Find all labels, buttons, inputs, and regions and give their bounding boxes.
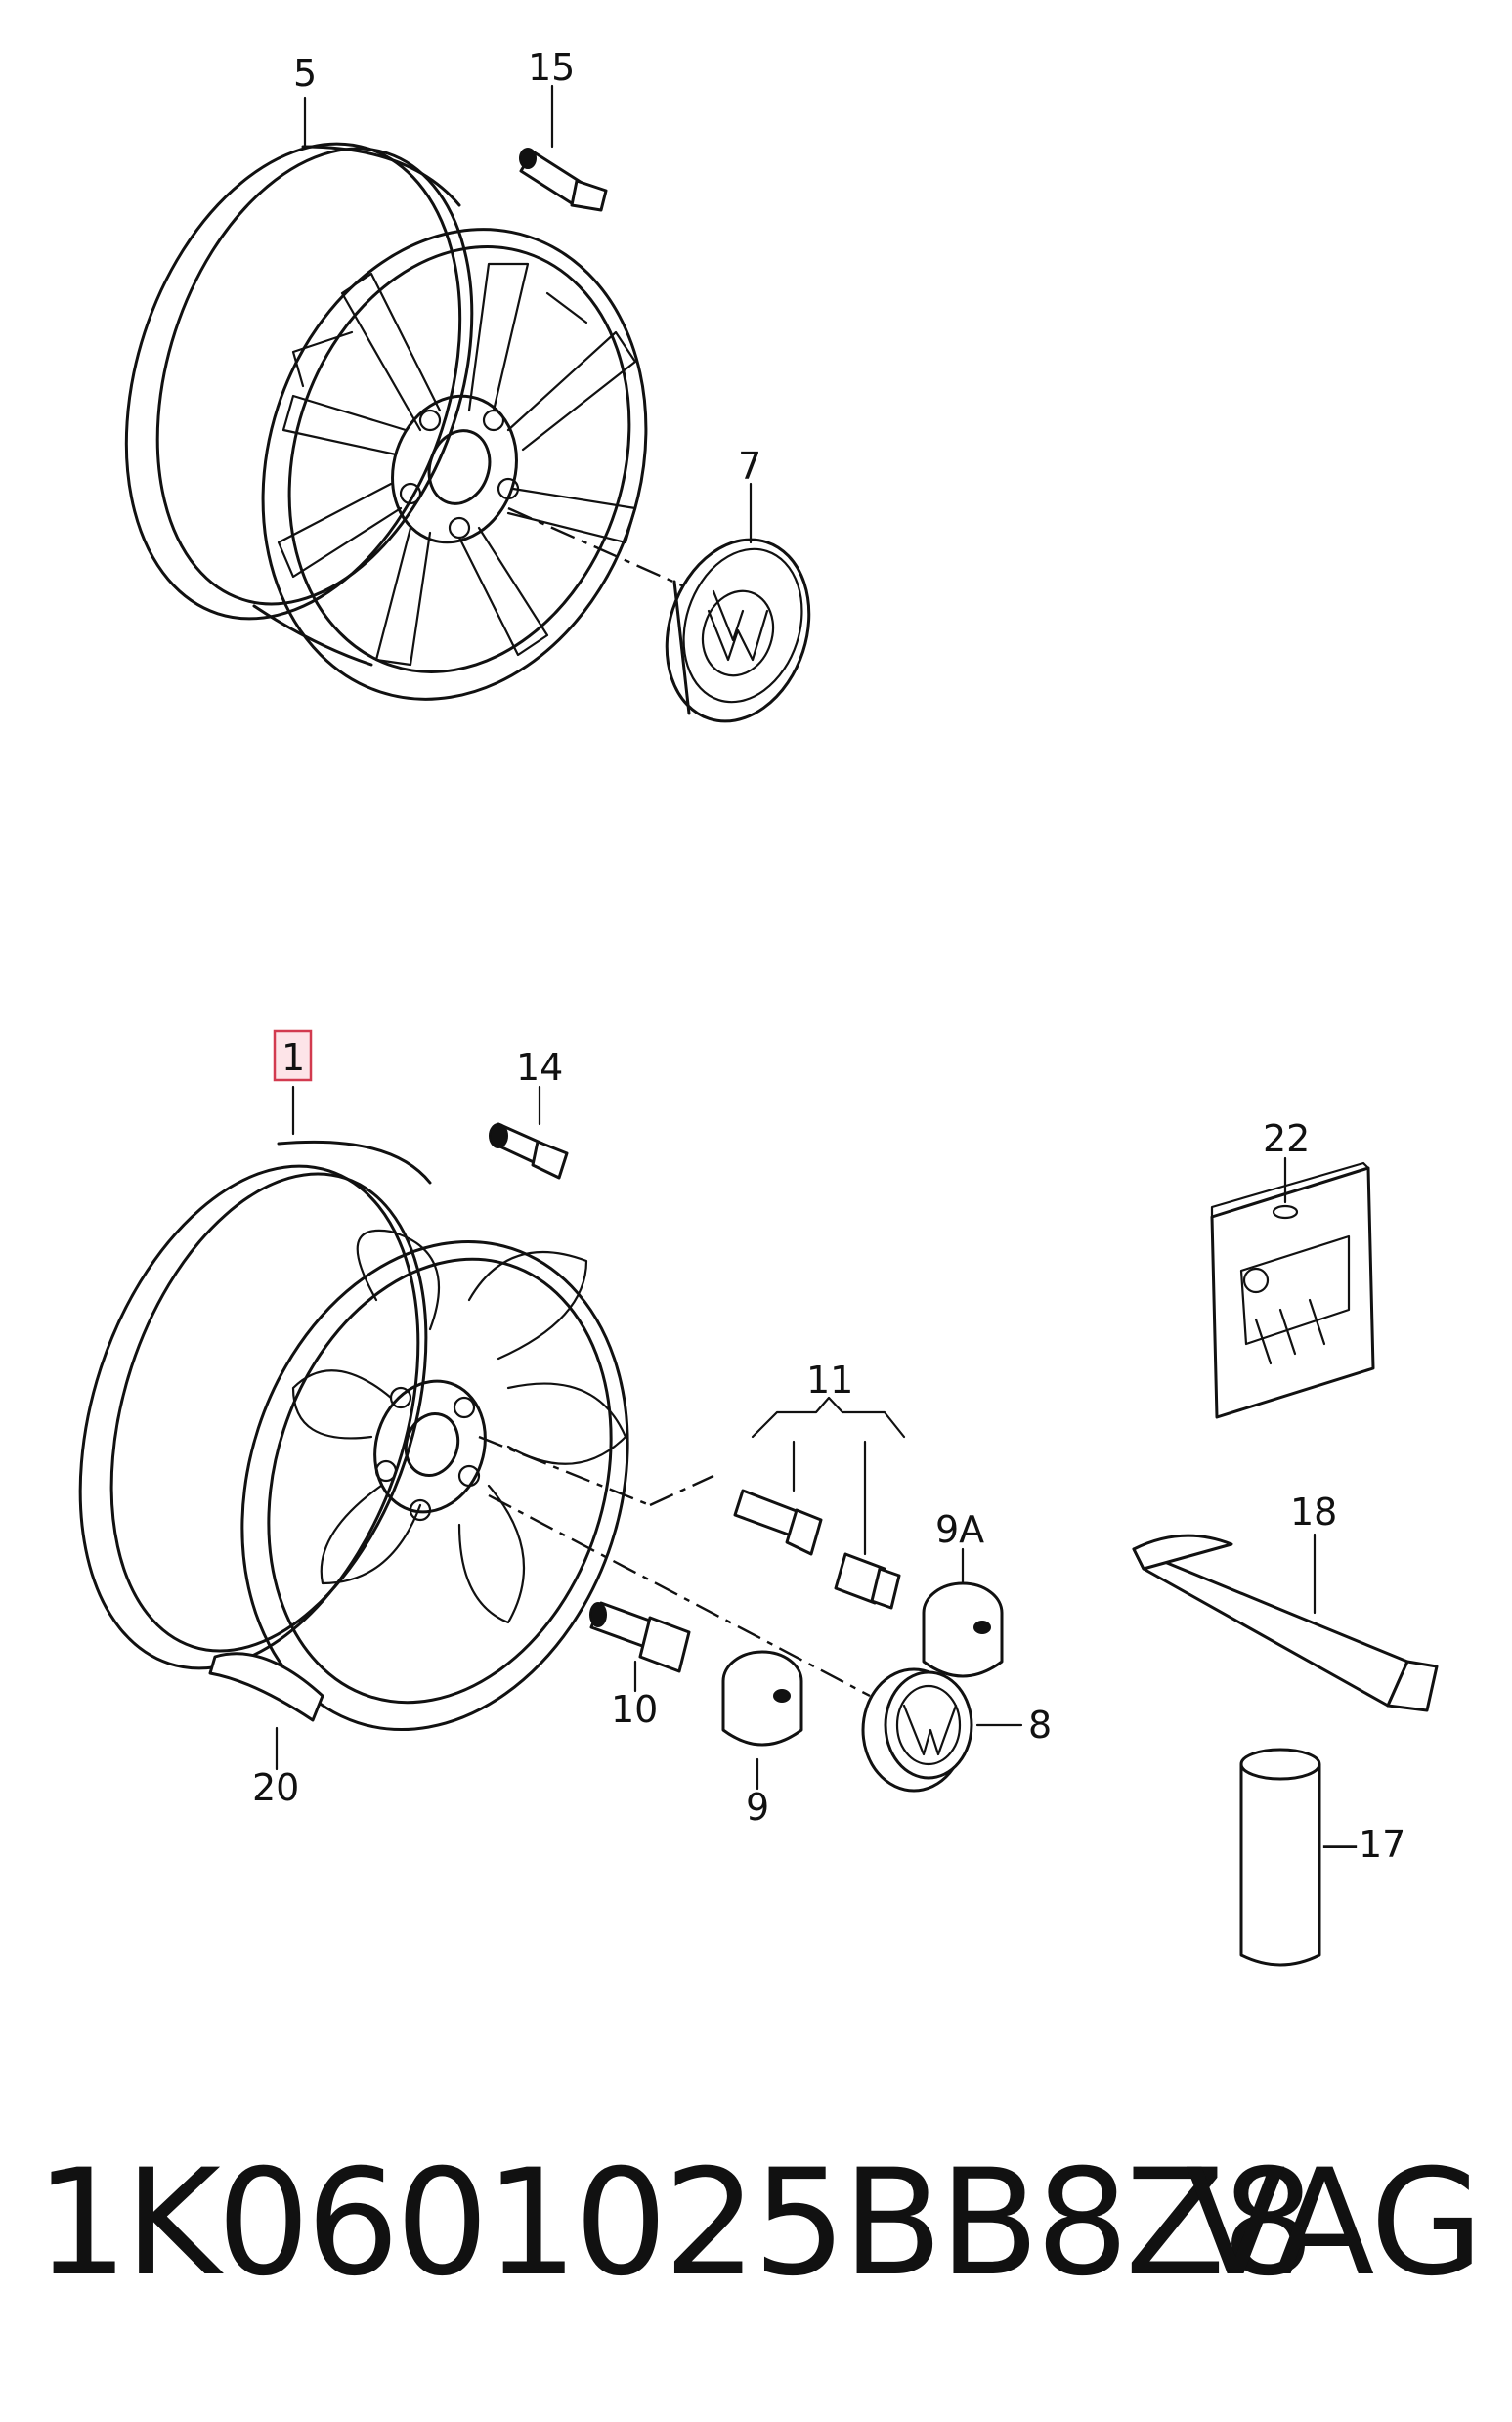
valve-stem-15 <box>519 148 608 212</box>
callout-8: 8 <box>1028 1704 1052 1747</box>
callout-9: 9 <box>746 1786 769 1829</box>
callout-15: 15 <box>528 46 575 89</box>
callout-17: —17 <box>1321 1823 1405 1866</box>
balance-weight-20 <box>208 1652 324 1722</box>
callout-7: 7 <box>738 445 761 488</box>
brand-name: VAG <box>1185 2139 1484 2309</box>
wheel-rim-top <box>124 142 648 701</box>
callout-18: 18 <box>1290 1491 1337 1534</box>
center-cap-8 <box>861 1667 973 1793</box>
footer: 1K0601025BB8Z8 VAG <box>35 2139 1484 2309</box>
callout-9a: 9A <box>935 1508 984 1551</box>
wheel-bolt-10 <box>589 1601 691 1673</box>
callout-5: 5 <box>293 52 317 95</box>
bolt-cap-9a <box>922 1581 1004 1678</box>
bolt-cap-9 <box>721 1650 803 1747</box>
callout-14: 14 <box>516 1046 563 1089</box>
callout-22: 22 <box>1263 1117 1310 1160</box>
valve-stem-14 <box>489 1122 569 1180</box>
callout-20: 20 <box>252 1766 299 1809</box>
wheel-rim-bottom <box>78 1140 629 1732</box>
lock-bolt-package-22 <box>1210 1161 1375 1419</box>
spray-can-17 <box>1239 1748 1321 1967</box>
callout-1[interactable]: 1 <box>281 1036 305 1079</box>
callout-10: 10 <box>611 1688 658 1731</box>
callout-1-highlight <box>273 1029 313 1082</box>
callout-11: 11 <box>806 1359 853 1402</box>
lock-bolt-11 <box>733 1489 901 1610</box>
grease-tube-18 <box>1132 1534 1439 1712</box>
hub-cap-7 <box>665 538 811 723</box>
part-number: 1K0601025BB8Z8 <box>35 2139 1315 2309</box>
